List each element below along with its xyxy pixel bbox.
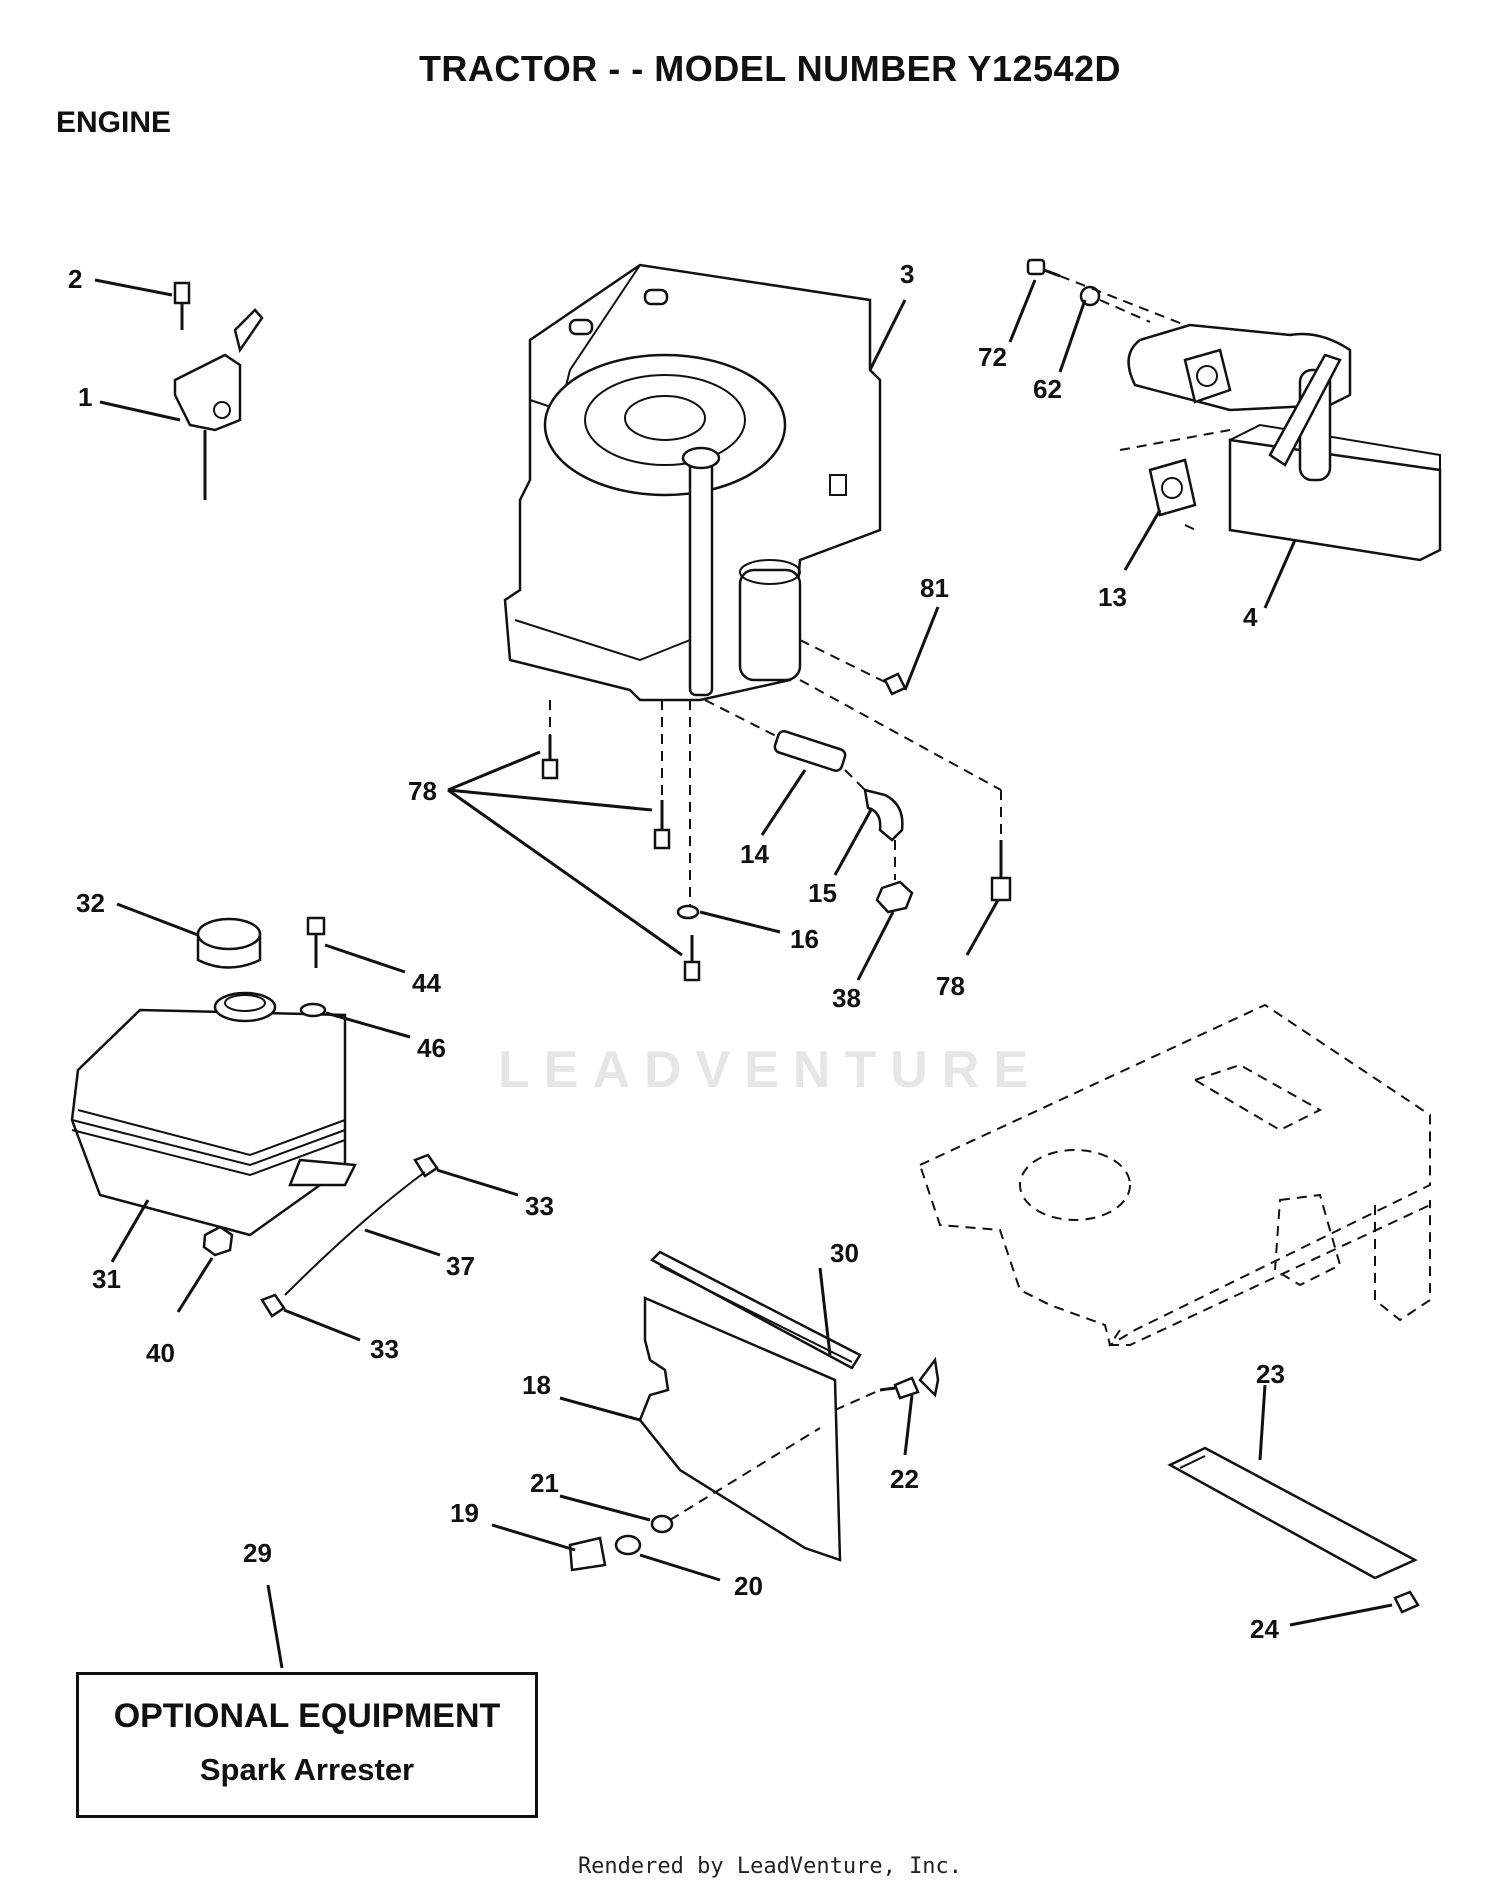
callout-23: 23 bbox=[1256, 1359, 1285, 1389]
leader-line bbox=[1258, 1384, 1267, 1461]
leader-line bbox=[965, 899, 1000, 956]
callout-31: 31 bbox=[92, 1264, 121, 1294]
leader-line bbox=[364, 1228, 441, 1257]
engine-bolts-part bbox=[541, 672, 1012, 982]
engine-part bbox=[503, 263, 882, 702]
callout-18: 18 bbox=[522, 1370, 551, 1400]
callout-19: 19 bbox=[450, 1498, 479, 1528]
leader-line bbox=[856, 911, 895, 981]
leader-line bbox=[324, 943, 406, 974]
callout-29: 29 bbox=[243, 1538, 272, 1568]
optional-equipment-box: OPTIONAL EQUIPMENT Spark Arrester bbox=[76, 1672, 538, 1818]
leader-line bbox=[903, 606, 940, 691]
throttle-bracket-part bbox=[173, 281, 264, 500]
callout-15: 15 bbox=[808, 878, 837, 908]
assembly-line bbox=[1119, 429, 1231, 451]
leader-line bbox=[903, 1394, 914, 1456]
leader-line bbox=[436, 1168, 519, 1197]
section-heading: ENGINE bbox=[56, 106, 172, 139]
assembly-line bbox=[834, 1389, 881, 1411]
tractor-frame-outline bbox=[918, 1003, 1431, 1347]
callout-14: 14 bbox=[740, 839, 769, 869]
leader-line bbox=[833, 807, 874, 876]
diagram-title: TRACTOR - - MODEL NUMBER Y12542D bbox=[418, 48, 1122, 89]
assembly-line bbox=[1099, 299, 1151, 323]
assembly-line bbox=[669, 1427, 821, 1521]
callout-46: 46 bbox=[417, 1033, 446, 1063]
callout-78-group: 78 bbox=[408, 776, 437, 806]
callout-1: 1 bbox=[78, 382, 92, 412]
leader-line bbox=[639, 1553, 721, 1582]
callout-81: 81 bbox=[920, 573, 949, 603]
callout-3: 3 bbox=[900, 259, 914, 289]
leader-line bbox=[559, 1494, 651, 1522]
callout-38: 38 bbox=[832, 983, 861, 1013]
leader-line bbox=[283, 1308, 361, 1342]
callout-44: 44 bbox=[412, 968, 441, 998]
callout-33-top: 33 bbox=[525, 1191, 554, 1221]
leader-line bbox=[818, 1267, 832, 1356]
callout-2: 2 bbox=[68, 264, 82, 294]
assembly-line bbox=[799, 639, 886, 683]
watermark: LEADVENTURE bbox=[497, 1041, 1043, 1099]
leader-line bbox=[559, 1396, 641, 1422]
leader-line bbox=[760, 769, 807, 836]
callout-16: 16 bbox=[790, 924, 819, 954]
leader-line bbox=[110, 1199, 150, 1263]
spark-arrester-part bbox=[1167, 1446, 1420, 1614]
leader-line bbox=[447, 788, 683, 957]
callout-33-bottom: 33 bbox=[370, 1334, 399, 1364]
optional-equipment-label: OPTIONAL EQUIPMENT bbox=[113, 1697, 501, 1735]
engine-shield-part bbox=[568, 1250, 940, 1572]
assembly-line bbox=[799, 679, 1002, 791]
leader-line bbox=[491, 1523, 576, 1552]
callout-24: 24 bbox=[1250, 1614, 1279, 1644]
callout-4: 4 bbox=[1243, 602, 1258, 632]
fuel-tank-part bbox=[70, 916, 439, 1318]
callout-62: 62 bbox=[1033, 374, 1062, 404]
drain-pipe-part bbox=[773, 730, 914, 914]
spark-arrester-label: Spark Arrester bbox=[199, 1752, 415, 1787]
leader-line bbox=[266, 1584, 284, 1669]
muffler-part bbox=[1026, 258, 1442, 562]
callout-30: 30 bbox=[830, 1238, 859, 1268]
callout-72: 72 bbox=[978, 342, 1007, 372]
leader-line bbox=[868, 299, 907, 371]
leader-line bbox=[99, 400, 181, 422]
leader-line bbox=[94, 278, 173, 297]
callout-20: 20 bbox=[734, 1571, 763, 1601]
rendered-by-footer: Rendered by LeadVenture, Inc. bbox=[577, 1854, 963, 1879]
callout-21: 21 bbox=[530, 1468, 559, 1498]
assembly-line bbox=[704, 699, 781, 739]
leader-line bbox=[1058, 299, 1087, 373]
leader-line bbox=[325, 1011, 411, 1039]
callout-40: 40 bbox=[146, 1338, 175, 1368]
leader-line bbox=[447, 788, 653, 812]
leader-line bbox=[176, 1257, 214, 1313]
leader-line bbox=[1123, 509, 1162, 571]
leader-line bbox=[1008, 279, 1037, 343]
callout-37: 37 bbox=[446, 1251, 475, 1281]
assembly-line bbox=[1184, 524, 1201, 533]
callout-22: 22 bbox=[890, 1464, 919, 1494]
leader-line bbox=[447, 750, 541, 792]
leader-line bbox=[1289, 1603, 1393, 1627]
assembly-line bbox=[1059, 275, 1186, 326]
callout-78: 78 bbox=[936, 971, 965, 1001]
leader-line bbox=[1263, 539, 1297, 609]
assembly-line bbox=[844, 769, 866, 791]
leader-line bbox=[699, 910, 781, 934]
callout-32: 32 bbox=[76, 888, 105, 918]
leader-line bbox=[116, 902, 199, 937]
callout-13: 13 bbox=[1098, 582, 1127, 612]
